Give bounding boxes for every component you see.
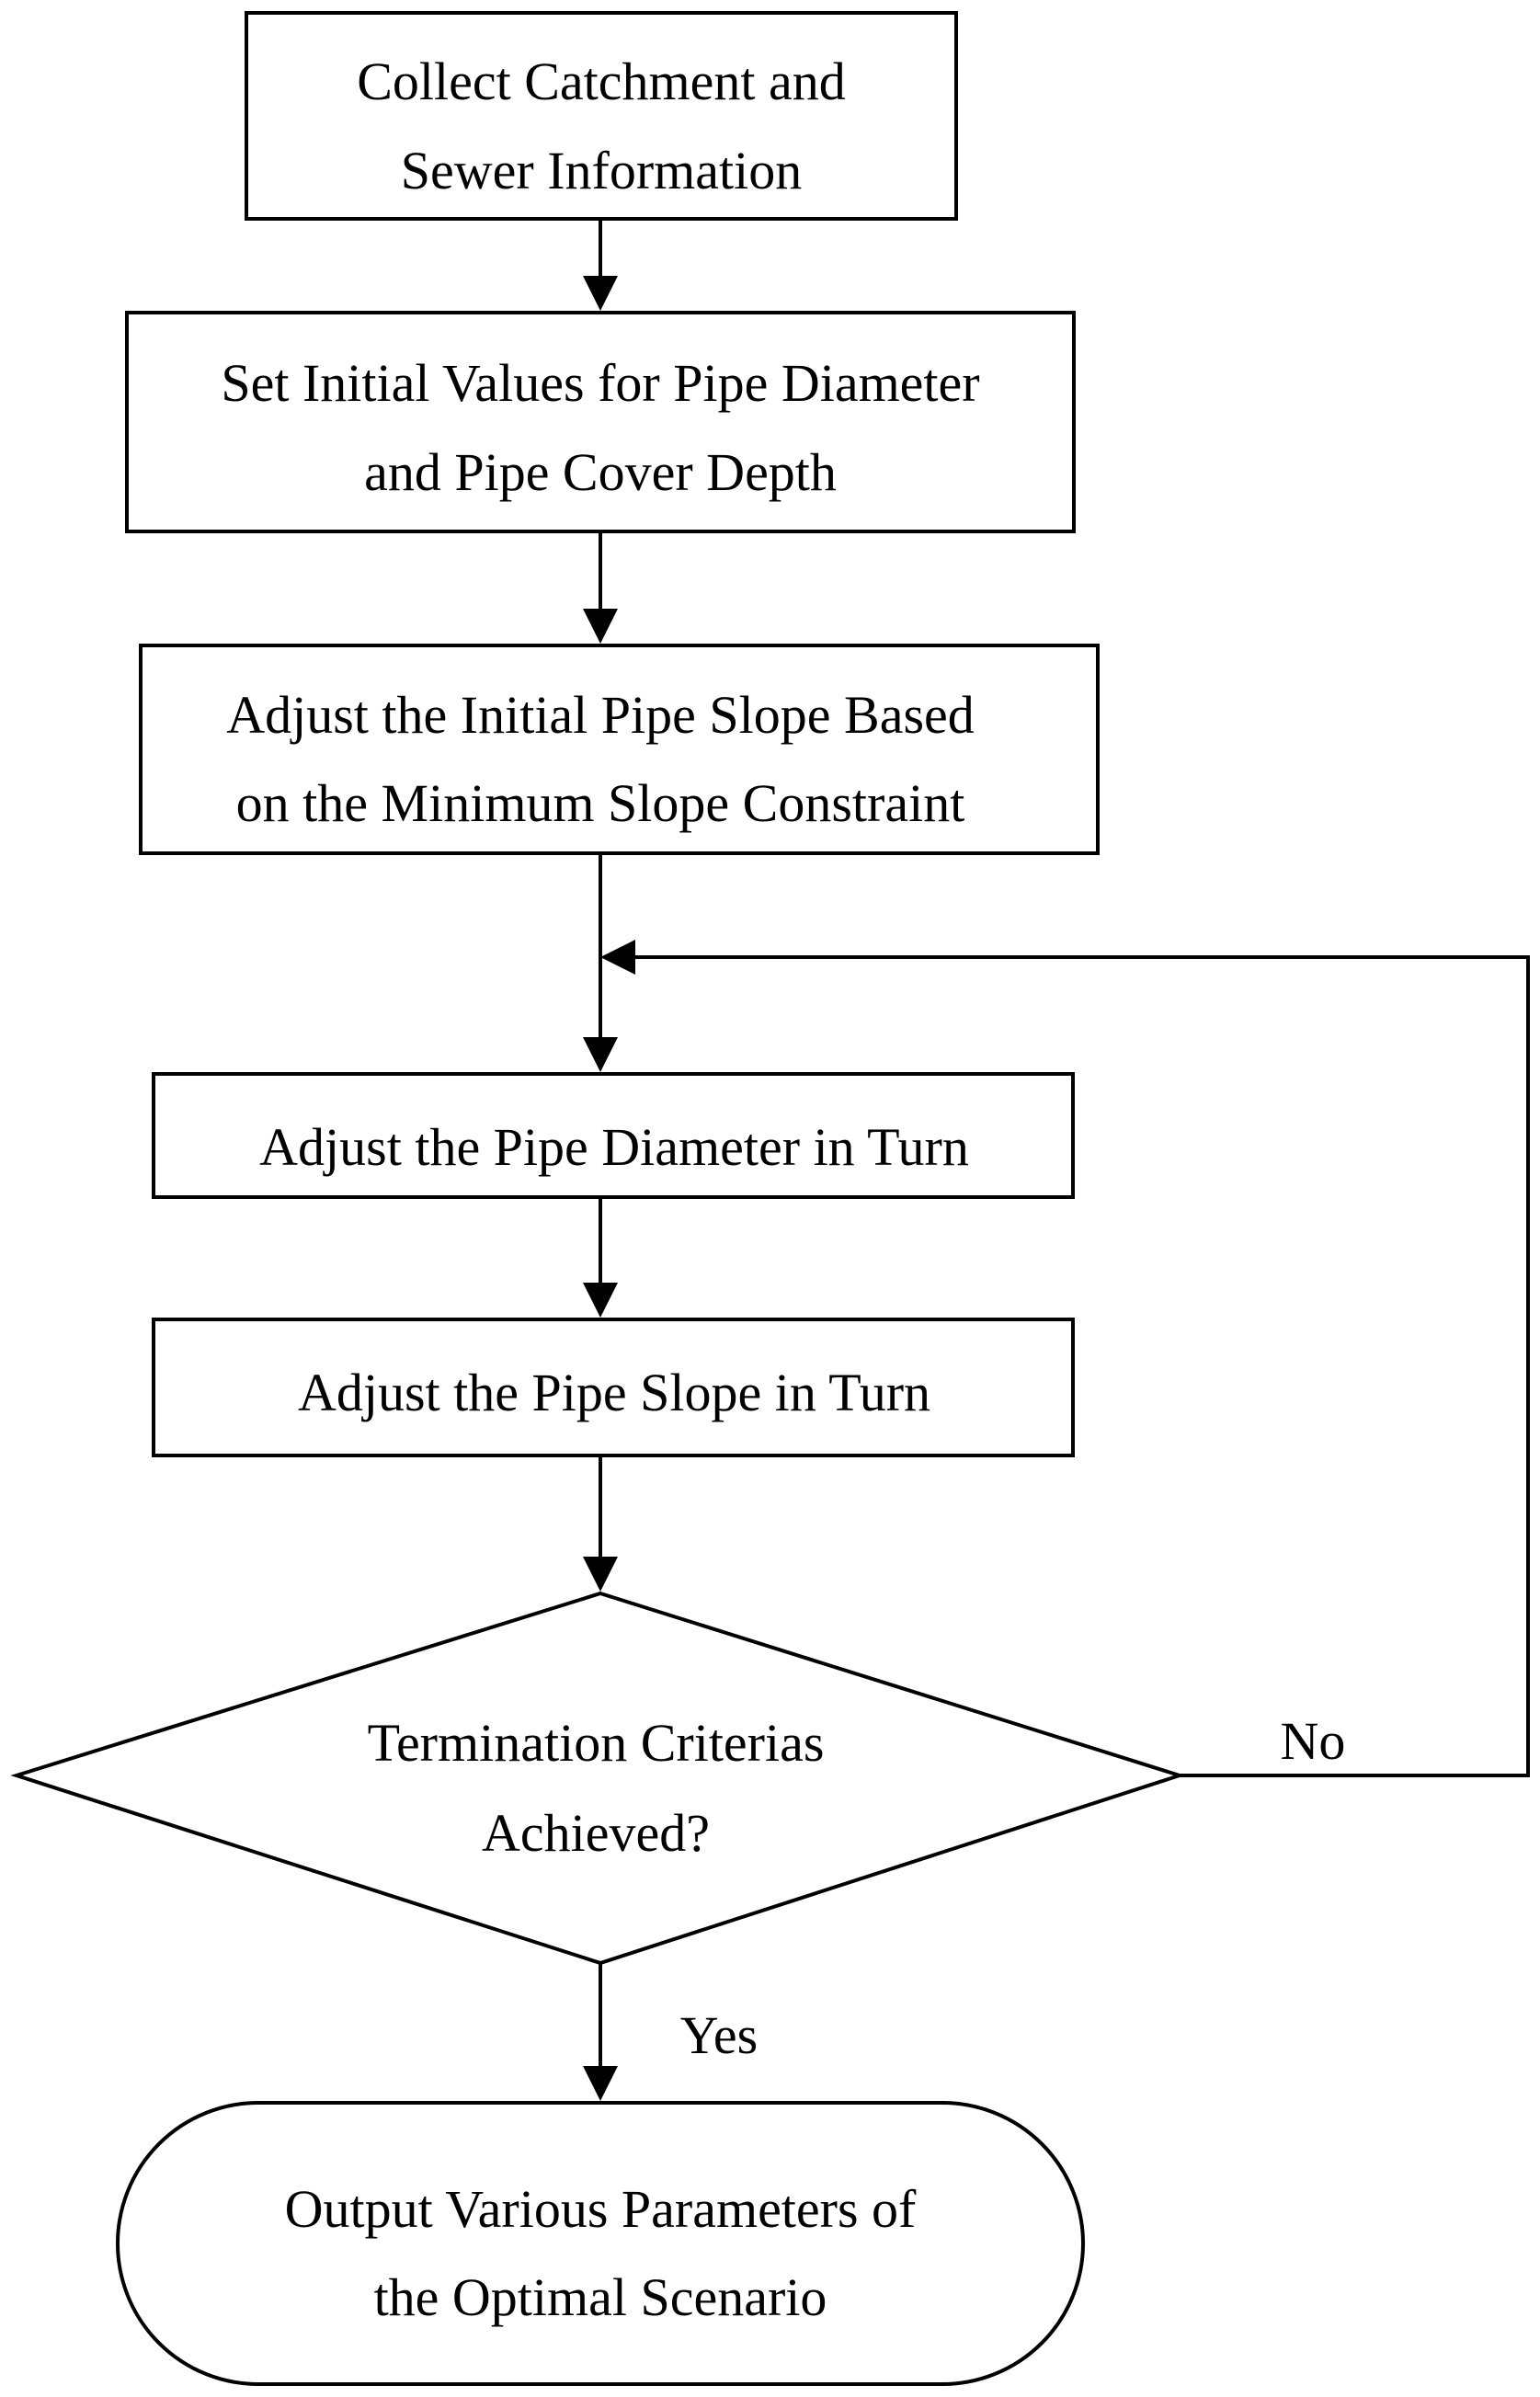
arrowhead-adjust-diameter [583, 1037, 618, 1072]
node-adjust-diameter-line-1: Adjust the Pipe Diameter in Turn [259, 1117, 969, 1177]
node-collect: Collect Catchment and Sewer Information [245, 11, 958, 221]
node-adjust-slope: Adjust the Pipe Slope in Turn [152, 1318, 1075, 1457]
node-adjust-slope-init-line-1: Adjust the Initial Pipe Slope Based [226, 685, 975, 745]
node-init-line-2: and Pipe Cover Depth [364, 442, 837, 502]
terminator-shape [116, 2101, 1085, 2386]
node-init-line-1: Set Initial Values for Pipe Diameter [221, 353, 979, 413]
decision-diamond [10, 1591, 1186, 1966]
process-box [152, 1318, 1075, 1457]
process-box [245, 11, 958, 221]
node-decision-line-1: Termination Criterias [368, 1713, 825, 1773]
node-init: Set Initial Values for Pipe Diameter and… [125, 311, 1076, 533]
node-decision: Termination Criterias Achieved? [10, 1591, 1186, 1966]
node-output-line-1: Output Various Parameters of [285, 2179, 917, 2239]
process-box [125, 311, 1076, 533]
arrowhead-adjust-slope-init [583, 609, 618, 644]
node-decision-line-2: Achieved? [482, 1803, 710, 1863]
arrowhead-loop-back [600, 940, 635, 975]
node-adjust-slope-init: Adjust the Initial Pipe Slope Based on t… [139, 644, 1100, 855]
edge-label-no: No [1281, 1711, 1346, 1771]
process-box [152, 1072, 1075, 1199]
connectors [583, 219, 1530, 2101]
node-collect-line-2: Sewer Information [401, 141, 802, 200]
node-adjust-diameter: Adjust the Pipe Diameter in Turn [152, 1072, 1075, 1199]
edge-decision-no-loop [634, 955, 1530, 1777]
arrowhead-adjust-slope [583, 1283, 618, 1318]
process-box [139, 644, 1100, 855]
edge-label-yes: Yes [680, 2005, 758, 2065]
arrowhead-decision [583, 1557, 618, 1592]
node-adjust-slope-line-1: Adjust the Pipe Slope in Turn [298, 1363, 930, 1422]
arrowhead-output [583, 2066, 618, 2101]
node-output-line-2: the Optimal Scenario [374, 2267, 827, 2327]
arrowhead-init [583, 276, 618, 311]
node-output: Output Various Parameters of the Optimal… [116, 2101, 1085, 2386]
node-collect-line-1: Collect Catchment and [357, 51, 846, 111]
node-adjust-slope-init-line-2: on the Minimum Slope Constraint [236, 773, 965, 833]
